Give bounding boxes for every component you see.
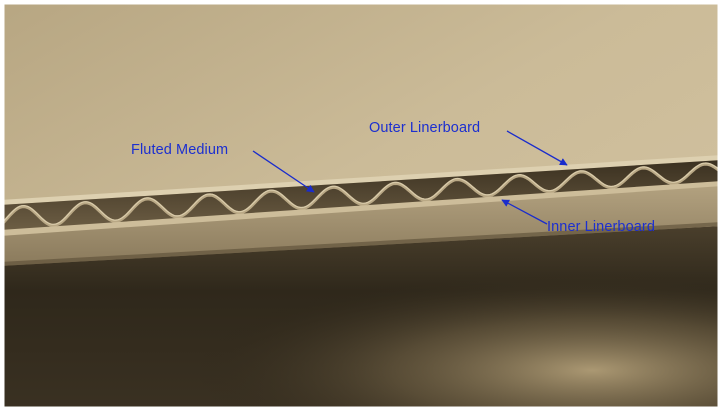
flute-cavity — [0, 160, 722, 232]
outer-liner-edge — [0, 155, 722, 205]
inner-liner-edge — [0, 181, 722, 236]
board-bottom-edge — [0, 222, 722, 266]
fluted-medium-wave — [0, 162, 722, 227]
shadow-glow — [0, 226, 722, 411]
board-front-face — [0, 186, 722, 266]
fluted-medium-highlight — [0, 162, 722, 226]
outer-linerboard-label: Outer Linerboard — [369, 120, 481, 136]
inner-linerboard-label: Inner Linerboard — [547, 219, 656, 235]
arrow-outer-linerboard — [506, 130, 568, 166]
fluted-medium-label: Fluted Medium — [131, 142, 229, 158]
arrow-fluted-medium — [252, 150, 315, 193]
arrow-inner-linerboard — [501, 199, 548, 225]
